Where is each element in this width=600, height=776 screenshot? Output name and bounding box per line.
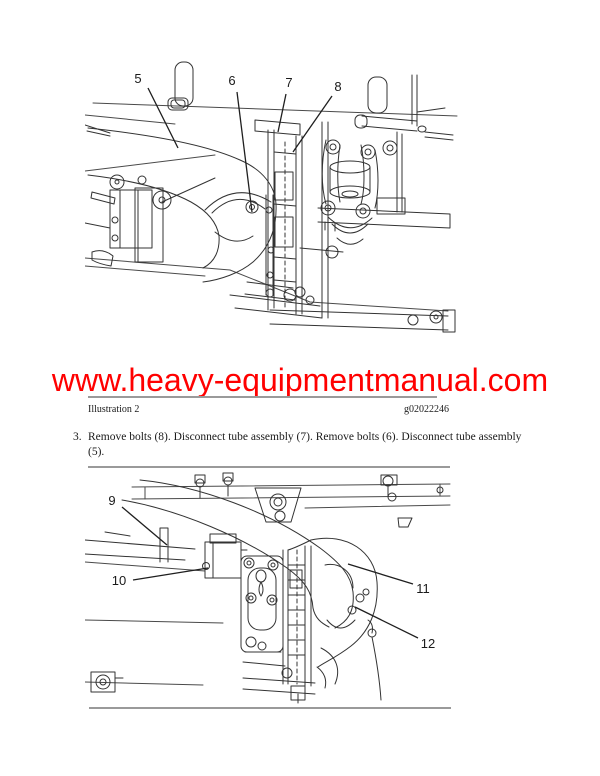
- illustration-bottom-top-rule: [88, 466, 450, 468]
- callout-leader-6: [236, 91, 253, 213]
- step-text-line-1: Remove bolts (8). Disconnect tube assemb…: [88, 431, 522, 443]
- step-text: Remove bolts (8). Disconnect tube assemb…: [88, 430, 543, 460]
- callout-label-7: 7: [285, 75, 292, 90]
- callout-label-10: 10: [112, 573, 126, 588]
- step-item: 3. Remove bolts (8). Disconnect tube ass…: [73, 430, 543, 460]
- bottom-base: [90, 667, 316, 704]
- illustration-bottom-bottom-rule: [89, 707, 451, 709]
- callout-label-6: 6: [228, 73, 235, 88]
- callout-labels-bottom: 9 10 11 12: [108, 493, 435, 651]
- callout-leader-12: [354, 606, 419, 639]
- callout-label-8: 8: [334, 79, 341, 94]
- callout-label-11: 11: [416, 581, 430, 596]
- callout-label-9: 9: [108, 493, 115, 508]
- center-flange-plates: [254, 119, 329, 319]
- illustration-top-bottom-rule: [88, 396, 437, 398]
- caption-figure-id: g02022246: [404, 404, 449, 415]
- callout-leader-7: [277, 93, 287, 133]
- callout-leader-8: [292, 95, 333, 153]
- tube-assembly-5: [87, 127, 277, 283]
- illustration-bottom-line-art: 9 10 11 12: [85, 472, 451, 704]
- left-machinery: [85, 174, 216, 267]
- hanger-brackets: [85, 61, 454, 141]
- left-tube-9: [85, 527, 196, 563]
- callout-leaders-top: [147, 87, 333, 213]
- callout-leader-5: [147, 87, 179, 149]
- callout-label-5: 5: [134, 71, 141, 86]
- turbo-volute: [287, 537, 382, 701]
- bottom-bars: [229, 207, 456, 333]
- step-number: 3.: [73, 431, 82, 443]
- callout-leader-9: [121, 506, 168, 546]
- callout-leader-11: [347, 563, 414, 585]
- flange-stack: [282, 545, 312, 687]
- tube-assembly-11: [121, 479, 370, 629]
- callout-labels-top: 5 6 7 8: [134, 71, 341, 94]
- callout-leader-10: [132, 567, 209, 581]
- watermark-text: www.heavy-equipmentmanual.com: [51, 362, 549, 398]
- frame-rail-bottom: [85, 483, 451, 686]
- callout-leaders-bottom: [121, 506, 419, 639]
- illustration-top-line-art: 5 6 7 8: [85, 61, 458, 333]
- step-text-line-2: (5).: [88, 446, 105, 458]
- callout-label-12: 12: [421, 636, 435, 651]
- pump-mount-plate: [240, 555, 286, 667]
- rail-hardware: [194, 472, 444, 528]
- frame-rails: [85, 102, 458, 312]
- turbocharger-bracket: [299, 131, 406, 259]
- caption-title: Illustration 2: [88, 404, 140, 415]
